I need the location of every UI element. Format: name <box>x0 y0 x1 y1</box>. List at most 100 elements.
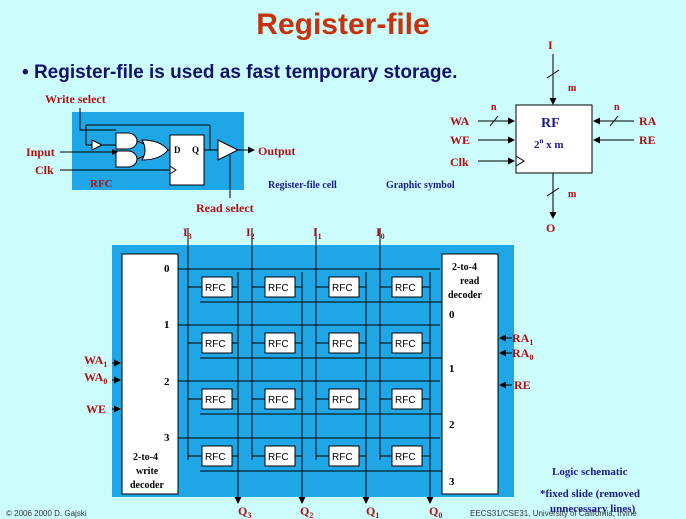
bullet-label: Register-file is used as fast temporary … <box>33 62 458 83</box>
rfc-cell: RFC <box>316 332 366 354</box>
ra1-label: RA1 <box>512 331 533 347</box>
bullet-text: • Register-file is used as fast temporar… <box>22 62 458 83</box>
svg-text:n: n <box>491 102 497 113</box>
output-q2-label: Q2 <box>300 504 313 519</box>
rfc-label: RFC <box>90 178 113 190</box>
rfc-cell-label: RFC <box>395 395 416 406</box>
write-select-label: Write select <box>45 92 106 106</box>
rfc-cell-label: RFC <box>205 452 226 463</box>
rfc-cell-label: RFC <box>268 283 289 294</box>
or-gate <box>141 139 169 161</box>
schematic-caption: Logic schematic <box>552 466 628 478</box>
svg-text:WA: WA <box>450 114 470 128</box>
input-label: Input <box>26 145 55 159</box>
svg-text:RA: RA <box>639 114 657 128</box>
rfc-cell-label: RFC <box>332 395 353 406</box>
rfc-cell-label: RFC <box>205 283 226 294</box>
svg-text:decoder: decoder <box>448 290 482 301</box>
svg-text:2-to-4: 2-to-4 <box>133 452 158 463</box>
svg-text:n: n <box>614 102 620 113</box>
rfc-cell: RFC <box>252 445 302 467</box>
svg-text:read: read <box>460 276 480 287</box>
svg-text:D: D <box>174 145 181 155</box>
output-q1-label: Q1 <box>366 504 379 519</box>
rfc-cell: RFC <box>188 332 238 354</box>
read-decoder <box>441 253 499 495</box>
footer-left: © 2006 2000 D. Gajski <box>6 509 87 518</box>
rfc-cell-label: RFC <box>395 283 416 294</box>
svg-text:m: m <box>568 189 577 200</box>
rfc-cell: RFC <box>188 388 238 410</box>
register-file-cell: Write select D Q Input C <box>26 92 337 215</box>
svg-text:2: 2 <box>449 419 455 431</box>
rfc-cell: RFC <box>316 276 366 298</box>
write-decoder <box>121 253 179 495</box>
svg-text:3: 3 <box>449 476 455 488</box>
rfc-cell-label: RFC <box>268 395 289 406</box>
rfc-cell-label: RFC <box>332 339 353 350</box>
svg-text:m: m <box>568 83 577 94</box>
input-i2-label: I2 <box>246 225 255 241</box>
input-i1-label: I1 <box>313 225 322 241</box>
input-i0-label: I0 <box>376 225 385 241</box>
svg-text:0: 0 <box>164 263 170 275</box>
rfc-cell-label: RFC <box>268 452 289 463</box>
page-title: Register-file <box>256 8 430 41</box>
note-line-2: unnecessary lines) <box>550 503 636 515</box>
tristate-buffer <box>217 139 240 161</box>
symbol-caption: Graphic symbol <box>386 180 455 191</box>
we-label: WE <box>86 402 106 416</box>
rfc-cell-label: RFC <box>205 339 226 350</box>
re-label: RE <box>514 378 531 392</box>
svg-text:3: 3 <box>164 432 170 444</box>
rfc-cell: RFC <box>188 445 238 467</box>
svg-text:RE: RE <box>639 133 656 147</box>
rf-graphic-symbol: I m RF 2n x m WA n WE Clk RA n RE m O Gr… <box>386 38 657 235</box>
svg-text:Clk: Clk <box>450 155 469 169</box>
footer-right: EECS31/CSE31, University of California, … <box>470 509 637 518</box>
rfc-cell: RFC <box>316 445 366 467</box>
rfc-cell: RFC <box>188 276 238 298</box>
and-gate-top <box>115 132 138 150</box>
rfc-cell: RFC <box>252 332 302 354</box>
note-line-1: *fixed slide (removed <box>540 488 640 500</box>
svg-text:decoder: decoder <box>130 480 164 491</box>
rfc-cell: RFC <box>380 332 430 354</box>
svg-text:2: 2 <box>164 376 170 388</box>
rfc-cell: RFC <box>252 276 302 298</box>
read-select-label: Read select <box>196 201 254 215</box>
and-gate-bottom <box>115 150 138 168</box>
rfc-cell-label: RFC <box>205 395 226 406</box>
rf-box <box>515 104 593 174</box>
cell-caption: Register-file cell <box>268 180 337 191</box>
rfc-cell: RFC <box>252 388 302 410</box>
svg-text:O: O <box>546 221 555 235</box>
rfc-cell-label: RFC <box>332 452 353 463</box>
wa0-label: WA0 <box>84 370 107 386</box>
svg-text:1: 1 <box>164 319 170 331</box>
rfc-cell-label: RFC <box>332 283 353 294</box>
rfc-cell-label: RFC <box>268 339 289 350</box>
output-q3-label: Q3 <box>238 504 251 519</box>
d-flip-flop <box>169 134 205 186</box>
rfc-cell: RFC <box>380 445 430 467</box>
clk-label: Clk <box>35 163 54 177</box>
svg-text:2n x m: 2n x m <box>534 137 564 151</box>
svg-text:0: 0 <box>449 309 455 321</box>
wa1-label: WA1 <box>84 353 107 369</box>
input-i3-label: I3 <box>183 225 192 241</box>
rfc-cell: RFC <box>380 276 430 298</box>
rfc-cell-label: RFC <box>395 339 416 350</box>
rfc-cell: RFC <box>316 388 366 410</box>
ra0-label: RA0 <box>512 346 533 362</box>
svg-text:write: write <box>136 466 159 477</box>
output-label: Output <box>258 144 295 158</box>
rfc-cell: RFC <box>380 388 430 410</box>
svg-text:WE: WE <box>450 133 470 147</box>
svg-text:1: 1 <box>449 363 455 375</box>
svg-text:2-to-4: 2-to-4 <box>452 262 477 273</box>
logic-schematic: 2-to-4 write decoder 0 1 2 3 2-to-4 read… <box>84 225 533 519</box>
svg-text:I: I <box>548 38 553 52</box>
rfc-cell-label: RFC <box>395 452 416 463</box>
